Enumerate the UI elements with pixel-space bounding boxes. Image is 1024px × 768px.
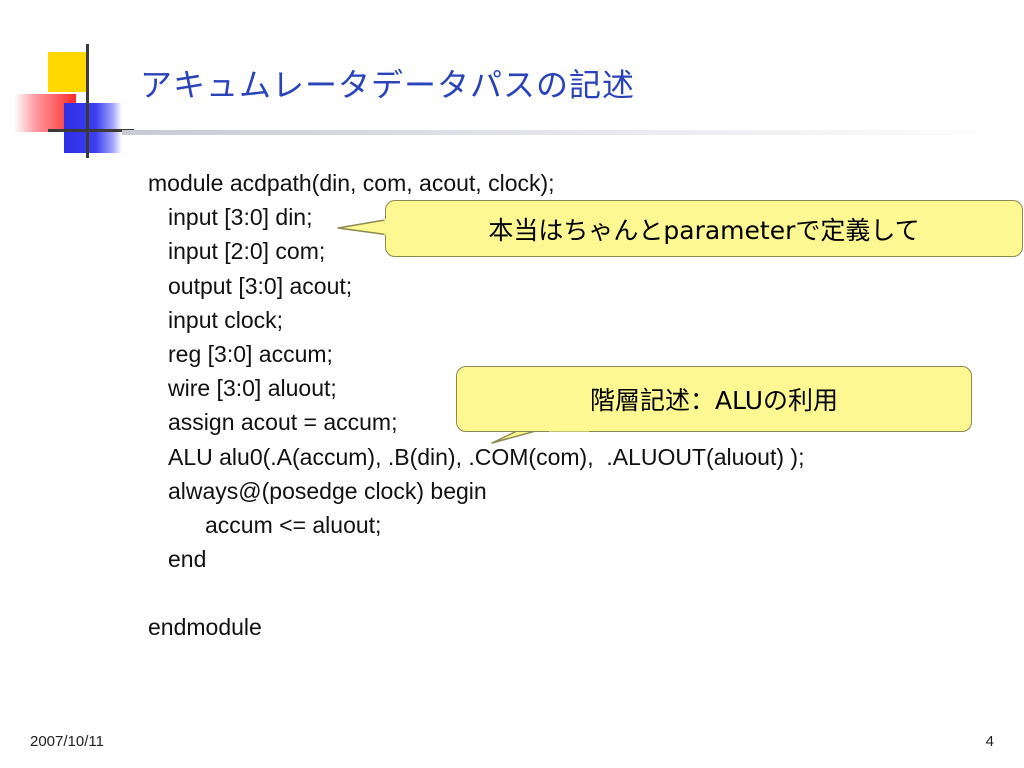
- alu-callout-text: 階層記述：ALUの利用: [589, 386, 839, 415]
- decor-yellow-square: [48, 52, 88, 92]
- code-line-module: module acdpath(din, com, acout, clock);: [148, 170, 555, 196]
- code-line-always: always@(posedge clock) begin: [168, 477, 487, 504]
- code-line-input-com: input [2:0] com;: [168, 238, 326, 265]
- code-line-endmodule: endmodule: [148, 614, 262, 641]
- decor-vertical-line: [86, 44, 89, 158]
- code-block: module acdpath(din, com, acout, clock); …: [148, 166, 804, 645]
- footer-date: 2007/10/11: [30, 733, 104, 750]
- code-line-input-din: input [3:0] din;: [168, 204, 313, 231]
- code-line-reg-accum: reg [3:0] accum;: [168, 340, 333, 367]
- code-line-wire-aluout: wire [3:0] aluout;: [168, 375, 337, 402]
- title-underline: [122, 130, 1017, 135]
- code-line-assign-acout: assign acout = accum;: [168, 409, 398, 436]
- alu-callout: 階層記述：ALUの利用: [456, 366, 972, 432]
- code-line-output-acout: output [3:0] acout;: [168, 272, 353, 299]
- code-line-blank: [148, 576, 804, 610]
- code-line-input-clock: input clock;: [168, 306, 284, 333]
- code-line-accum-assign: accum <= aluout;: [205, 511, 382, 538]
- code-line-end: end: [168, 546, 207, 573]
- code-line-alu-instance: ALU alu0(.A(accum), .B(din), .COM(com), …: [168, 443, 805, 470]
- decor-horizontal-line: [48, 129, 134, 132]
- parameter-callout-text: 本当はちゃんとparameterで定義して: [488, 215, 920, 245]
- decor-blue-square: [64, 103, 122, 153]
- page-number: 4: [985, 733, 994, 750]
- parameter-callout: 本当はちゃんとparameterで定義して: [385, 200, 1023, 257]
- slide-title: アキュムレータデータパスの記述: [140, 66, 636, 104]
